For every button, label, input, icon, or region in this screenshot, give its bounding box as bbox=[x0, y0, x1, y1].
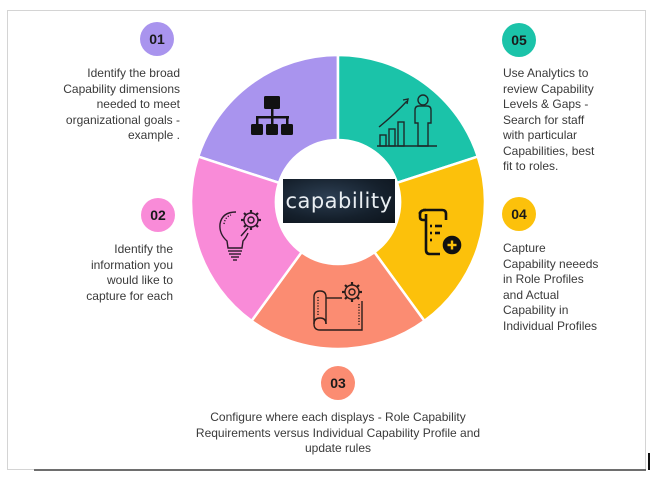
growth-chart-person-icon bbox=[377, 94, 437, 147]
step-01-line: organizational goals - bbox=[65, 112, 180, 127]
step-01-description: Identify the broad Capability dimensions… bbox=[10, 66, 180, 144]
step-03-line: Configure where each displays - Role Cap… bbox=[210, 410, 466, 424]
step-04-line: in Role Profiles bbox=[503, 272, 584, 286]
step-05-line: Levels & Gaps - bbox=[503, 97, 589, 111]
step-04-line: Individual Profiles bbox=[503, 318, 598, 333]
step-03-number: 03 bbox=[330, 375, 346, 391]
center-label: capability bbox=[285, 189, 393, 213]
step-02-line: capture for each bbox=[86, 288, 173, 303]
segment-01-purple bbox=[196, 53, 340, 185]
step-04-line: Capture bbox=[503, 241, 546, 255]
step-02-line: Identify the bbox=[114, 242, 173, 256]
step-01-number: 01 bbox=[149, 31, 165, 47]
step-02-line: would like to bbox=[106, 273, 173, 287]
step-05-line: Search for staff bbox=[503, 112, 585, 127]
step-04-line: Capability neeeds bbox=[503, 256, 599, 271]
step-02-line: information you bbox=[90, 257, 173, 272]
document-add-icon bbox=[418, 208, 462, 256]
step-02-badge: 02 bbox=[141, 198, 175, 232]
step-05-line: fit to roles. bbox=[503, 159, 559, 173]
capability-chalkboard-image: capability bbox=[283, 179, 395, 223]
step-03-badge: 03 bbox=[321, 366, 355, 400]
org-chart-icon bbox=[251, 96, 293, 135]
text-cursor-tick bbox=[648, 453, 650, 470]
step-05-number: 05 bbox=[511, 32, 527, 48]
step-01-badge: 01 bbox=[140, 22, 174, 56]
step-05-badge: 05 bbox=[502, 23, 536, 57]
step-01-line: Identify the broad bbox=[87, 66, 180, 80]
step-03-line: update rules bbox=[304, 441, 372, 455]
step-05-description: Use Analytics to review Capability Level… bbox=[503, 66, 643, 175]
step-05-line: Capabilities, best bbox=[503, 143, 595, 158]
segment-04-yellow bbox=[372, 155, 487, 323]
lightbulb-gear-icon bbox=[219, 210, 261, 261]
bottom-divider bbox=[34, 469, 646, 471]
blueprint-gear-icon bbox=[313, 282, 363, 331]
step-03-line: Requirements versus Individual Capabilit… bbox=[195, 425, 481, 440]
step-02-number: 02 bbox=[150, 207, 166, 223]
step-04-description: Capture Capability neeeds in Role Profil… bbox=[503, 241, 643, 334]
step-04-number: 04 bbox=[511, 206, 527, 222]
step-02-description: Identify the information you would like … bbox=[23, 242, 173, 304]
step-01-line: needed to meet bbox=[96, 97, 180, 111]
step-01-line: Capability dimensions bbox=[63, 81, 180, 96]
step-01-line: example . bbox=[127, 128, 180, 142]
segment-03-salmon bbox=[249, 250, 427, 351]
step-04-line: and Actual bbox=[503, 287, 560, 302]
step-05-line: review Capability bbox=[503, 81, 594, 96]
step-03-description: Configure where each displays - Role Cap… bbox=[168, 410, 508, 457]
segment-02-pink bbox=[189, 155, 304, 323]
step-04-line: Capability in bbox=[503, 303, 569, 317]
step-05-line: with particular bbox=[503, 128, 578, 142]
segment-05-teal bbox=[336, 53, 480, 185]
step-05-line: Use Analytics to bbox=[503, 66, 589, 80]
step-04-badge: 04 bbox=[502, 197, 536, 231]
